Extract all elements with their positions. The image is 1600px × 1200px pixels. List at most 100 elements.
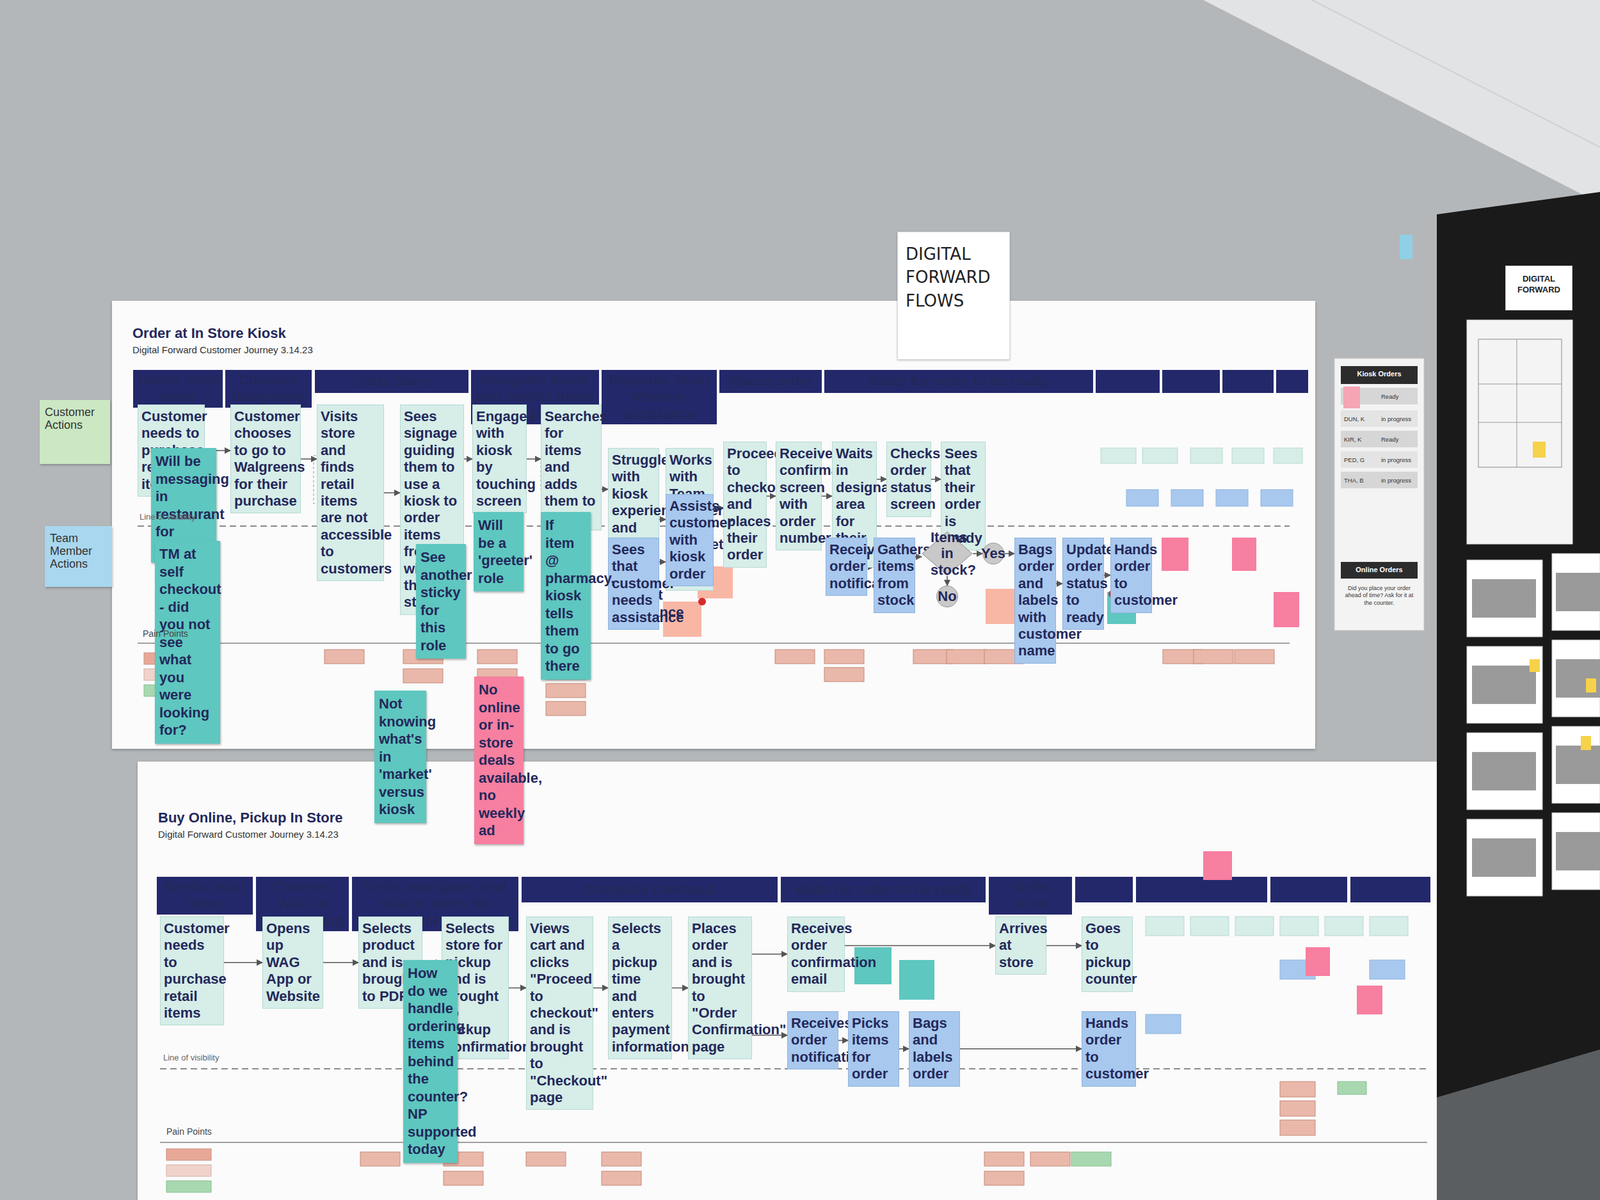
node-text: Not knowing what's in 'market' versus ki… (378, 695, 422, 819)
team-member-box: Bags and labels order (908, 1011, 960, 1087)
table-cell: in progress (1381, 456, 1420, 464)
floor-plan-outline (1478, 339, 1562, 468)
node-text: Receives order confirmation email (791, 920, 841, 989)
stage-header-band (1075, 876, 1133, 903)
node-text: Customer needs to purchase retail items (163, 920, 221, 1022)
pain-point-box (775, 649, 815, 664)
stage-header: Needs retail items (133, 369, 223, 408)
node-text: Complete checkout (584, 881, 715, 898)
customer-action-box (1145, 916, 1184, 936)
team-member-box: Updates order status to ready (1062, 537, 1104, 630)
team-member-box: Bags order and labels with customer name (1014, 537, 1056, 664)
legend-swatch (166, 1148, 212, 1161)
customer-action-box (1100, 448, 1136, 464)
pain-point-box (1071, 1152, 1112, 1167)
node-text: Engages with kiosk by touching screen (476, 408, 523, 510)
node-text: Receives order notification (791, 1015, 835, 1066)
table-cell: DUN, K (1344, 415, 1380, 423)
node-text: See another sticky for this role (420, 548, 462, 655)
flow-connector (526, 458, 541, 460)
flow-connector (659, 519, 666, 521)
concept-card (1466, 560, 1543, 637)
pain-point-box (324, 649, 365, 664)
flow-connector (300, 458, 317, 460)
flow-connector (659, 561, 666, 563)
concept-photo (1555, 659, 1600, 698)
stage-header-band (1270, 876, 1348, 903)
pain-point-box (477, 668, 518, 683)
flow-connector (1104, 574, 1111, 576)
flow-connector (752, 1034, 788, 1037)
node-text: DIGITAL FORWARD (1511, 273, 1567, 296)
order-status-screen (1334, 358, 1424, 631)
node-text: Picks items for order (851, 1015, 896, 1083)
pain-point-box (946, 649, 987, 664)
stage-header: Waits for order to be ready (824, 369, 1094, 393)
pain-point-box (545, 683, 586, 698)
node-text: Visits store and finds retail items are … (320, 408, 381, 578)
flow-connector (601, 488, 608, 491)
table-cell: Ready (1381, 435, 1420, 443)
flow-connector (1056, 583, 1063, 585)
pain-point-box (824, 649, 864, 664)
pain-point-box (1337, 1081, 1367, 1095)
table-cell: PED, G (1344, 456, 1380, 464)
legend-swatch (144, 668, 189, 681)
flow-connector (323, 961, 359, 964)
flow-connector (838, 1040, 848, 1042)
floor-plan-card (1466, 320, 1573, 544)
screen-message: Did you place your order ahead of time? … (1342, 584, 1416, 607)
customer-action-box: Customer chooses to go to Walgreens for … (230, 404, 301, 514)
sticky-note (1580, 736, 1592, 751)
sticky-note (1107, 592, 1136, 624)
sticky-note: Will be a 'greeter' role (473, 512, 524, 592)
display-board (1436, 192, 1600, 1098)
customer-action-box (1324, 916, 1364, 936)
flow-connector (844, 945, 996, 947)
pain-point-box (824, 667, 864, 682)
concept-photo (1472, 752, 1536, 791)
pain-point-box (601, 1171, 642, 1186)
concept-photo (1555, 745, 1600, 784)
sticky-note (663, 601, 702, 637)
sticky-note (1585, 678, 1597, 693)
concept-card (1552, 640, 1600, 717)
pain-point-line (137, 642, 1290, 644)
ceiling (1203, 0, 1600, 204)
sticky-note (854, 947, 892, 985)
stage-header-band (1350, 876, 1431, 903)
node-text: Items in stock? (930, 529, 964, 578)
node-text: Customer Actions (44, 406, 105, 432)
pain-point-box (545, 647, 586, 662)
sticky-note: How do we handle ordering items behind t… (403, 960, 458, 1163)
table-row (1340, 430, 1418, 448)
customer-action-box (1273, 448, 1303, 464)
stage-header: Places order (719, 369, 822, 393)
team-member-box: Gathers items from stock (873, 537, 916, 614)
node-text: Searches for items and adds them to cart (544, 408, 598, 527)
stage-header: Waits for order to be ready (780, 876, 986, 903)
flow-connector (713, 507, 724, 509)
table-cell: Ready (1381, 392, 1420, 400)
node-text: Waits for order to be ready (869, 373, 1048, 390)
concept-card (1466, 732, 1543, 810)
stage-header: Requires Team Member assistance (601, 369, 717, 425)
node-text: Needs retail items (160, 878, 249, 913)
customer-action-box: Engages with kiosk by touching screen (472, 404, 527, 514)
pain-point-box (1234, 649, 1275, 664)
pain-point-box (443, 1152, 484, 1167)
node-text: Visits Store (353, 373, 431, 390)
pin-dot (1108, 590, 1117, 598)
sticky-note (1203, 851, 1232, 880)
pain-point-box (443, 1171, 484, 1186)
stage-header: Needs retail items (156, 876, 253, 915)
order-card (1343, 386, 1360, 409)
floor-plan-wall (1478, 422, 1562, 424)
poster-subtitle: Digital Forward Customer Journey 3.14.23 (158, 828, 1437, 840)
sticky-note (697, 566, 733, 599)
decision-circle: No (936, 585, 959, 608)
sticky-note (1399, 234, 1413, 260)
sticky-note (1161, 537, 1189, 571)
flow-connector (972, 552, 983, 555)
table-row (1340, 410, 1418, 427)
